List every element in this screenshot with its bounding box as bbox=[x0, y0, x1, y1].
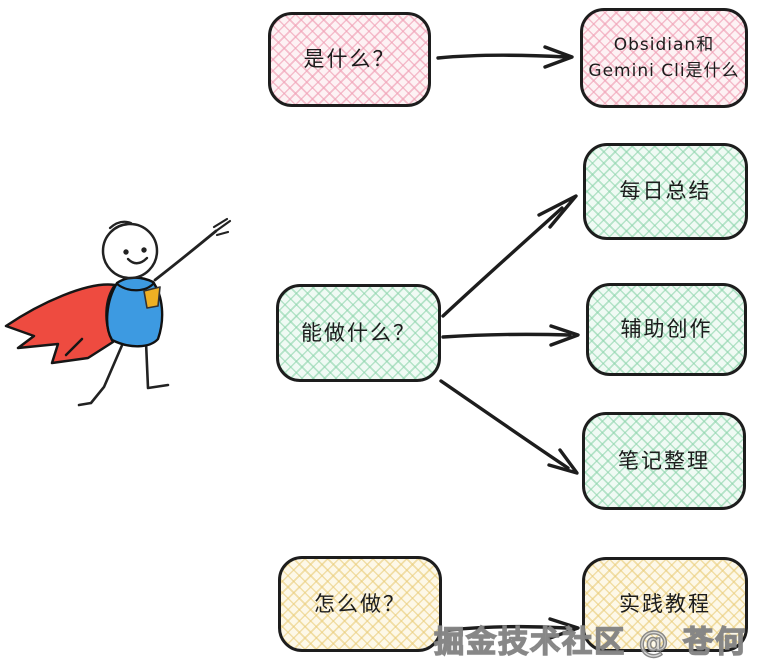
cape-shape bbox=[4, 283, 117, 365]
edge-assisted-creation bbox=[441, 324, 580, 347]
head bbox=[101, 222, 159, 280]
shield-emblem bbox=[143, 286, 161, 309]
raised-arm bbox=[153, 229, 218, 282]
smile bbox=[126, 256, 149, 265]
node-daily-summary: 每日总结 bbox=[583, 143, 748, 240]
node-note-organizing-label: 笔记整理 bbox=[618, 448, 710, 473]
node-what-is-answer-label: Obsidian和 Gemini Cli是什么 bbox=[588, 34, 740, 81]
node-assisted-creation-label: 辅助创作 bbox=[620, 317, 713, 342]
node-assisted-creation: 辅助创作 bbox=[586, 283, 747, 376]
right-leg bbox=[144, 340, 170, 390]
superhero-figure-illustration bbox=[4, 217, 232, 407]
node-how-to-label: 怎么做？ bbox=[314, 591, 406, 616]
edge-what-is bbox=[436, 45, 574, 69]
node-can-do-label: 能做什么？ bbox=[301, 320, 416, 345]
hair-stroke bbox=[108, 220, 133, 230]
cape-fold-line bbox=[64, 337, 84, 357]
edge-note-organizing bbox=[439, 379, 579, 475]
node-how-to: 怎么做？ bbox=[278, 556, 442, 652]
suit-collar-line bbox=[115, 281, 156, 292]
left-leg bbox=[77, 341, 125, 407]
node-daily-summary-label: 每日总结 bbox=[619, 179, 712, 204]
node-note-organizing: 笔记整理 bbox=[582, 412, 746, 510]
edge-practice-tutorial bbox=[447, 617, 580, 640]
node-can-do: 能做什么？ bbox=[276, 284, 441, 382]
edge-daily-summary bbox=[441, 194, 578, 318]
right-eye bbox=[141, 247, 147, 253]
left-eye bbox=[123, 249, 129, 255]
node-practice-tutorial-label: 实践教程 bbox=[619, 592, 711, 617]
node-what-is-answer: Obsidian和 Gemini Cli是什么 bbox=[580, 8, 748, 108]
node-practice-tutorial: 实践教程 bbox=[582, 557, 748, 652]
node-what-is: 是什么？ bbox=[268, 12, 431, 107]
hand-fingers bbox=[212, 217, 232, 237]
node-what-is-label: 是什么？ bbox=[303, 47, 396, 72]
